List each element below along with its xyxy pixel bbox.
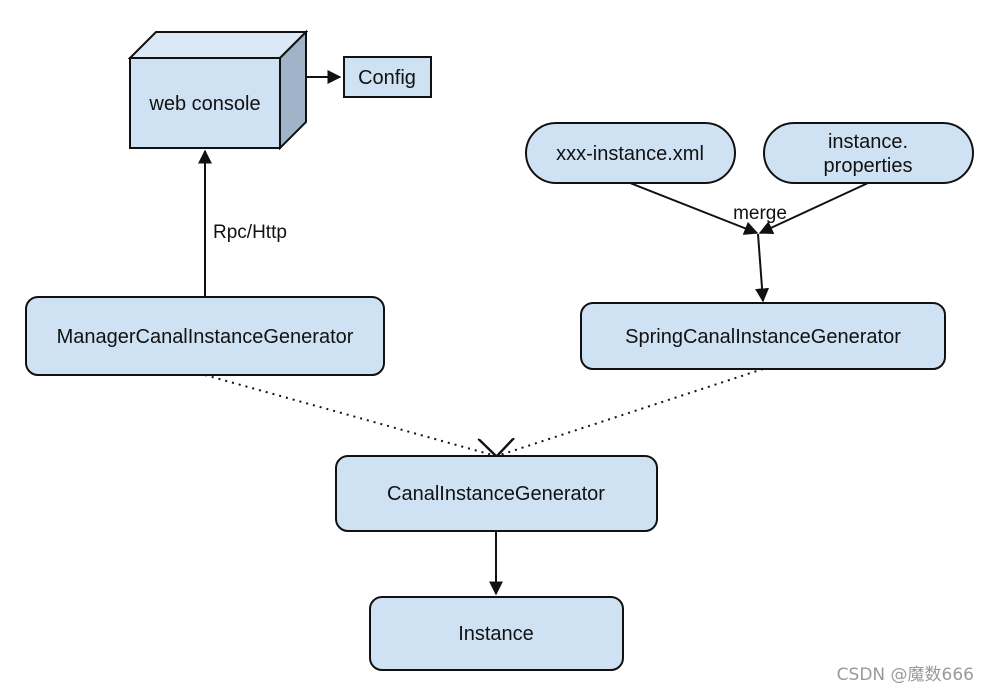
manager-implements-arrow	[204, 374, 496, 456]
config-box	[343, 56, 432, 98]
spring-generator-label: SpringCanalInstanceGenerator	[625, 326, 901, 348]
web-console-top-face	[127, 31, 309, 59]
web-console-label: web console	[148, 93, 260, 115]
manager-generator-label: ManagerCanalInstanceGenerator	[57, 326, 354, 348]
xxx-instance-xml-label: xxx-instance.xml	[556, 143, 704, 165]
config-label: Config	[358, 67, 416, 89]
config-node: Config	[343, 56, 432, 98]
spring-generator-node: SpringCanalInstanceGenerator	[580, 302, 946, 370]
instance-properties-pill	[763, 122, 974, 184]
xml-to-merge-arrow	[629, 182, 759, 235]
instance-properties-label-line2: properties	[824, 155, 913, 177]
web-console-node: web console	[127, 29, 309, 151]
manager-generator-node: ManagerCanalInstanceGenerator	[25, 296, 385, 376]
canal-instance-generator-label: CanalInstanceGenerator	[387, 483, 605, 505]
properties-to-merge-arrow	[758, 182, 869, 235]
instance-properties-label-line1: instance.	[828, 131, 908, 153]
xxx-instance-xml-node: xxx-instance.xml	[525, 122, 736, 184]
merge-to-spring-arrow	[755, 233, 770, 303]
instance-node: Instance	[369, 596, 624, 671]
spring-implements-arrow	[497, 368, 764, 456]
instance-label: Instance	[458, 623, 534, 645]
instance-properties-node: instance. properties	[763, 122, 974, 184]
canal-instance-generator-node: CanalInstanceGenerator	[335, 455, 658, 532]
instance-box	[369, 596, 624, 671]
web-console-front-face	[129, 57, 281, 149]
merge-label: merge	[733, 203, 787, 224]
csdn-watermark: CSDN @魔数666	[837, 665, 974, 685]
rpc-http-label: Rpc/Http	[213, 222, 287, 243]
